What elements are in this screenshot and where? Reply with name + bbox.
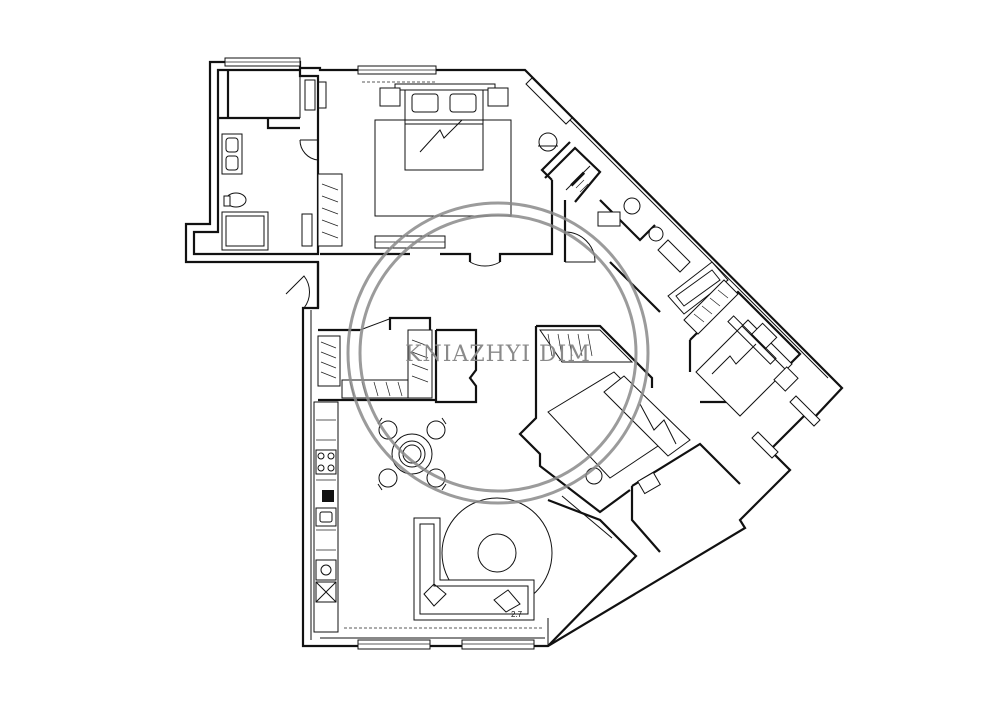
bedroom-right	[683, 279, 802, 417]
door-swing-icon	[299, 139, 319, 161]
watermark: KNIAZHYI DIM	[346, 201, 650, 505]
watermark-ring	[346, 201, 650, 505]
toilet-icon	[223, 192, 247, 208]
window-icon	[751, 431, 779, 459]
window-icon	[525, 77, 573, 125]
watermark-ring-inner	[358, 213, 638, 493]
wardrobe-icon	[407, 329, 433, 399]
master-bedroom	[317, 81, 571, 267]
closet-right	[544, 146, 602, 263]
windows	[224, 57, 821, 650]
armchair-icon	[538, 132, 558, 152]
window-icon	[461, 639, 535, 650]
bedroom-center	[518, 324, 691, 539]
door-swing-icon	[359, 317, 393, 331]
toilet-icon	[623, 197, 664, 242]
storage-rooms	[547, 442, 741, 647]
window-icon	[357, 65, 437, 75]
sink-icon	[315, 507, 337, 527]
hallway	[285, 262, 478, 404]
living-room: 2.7	[344, 81, 553, 646]
window-icon	[789, 395, 821, 427]
sofa-icon: 2.7	[413, 517, 535, 621]
window-icon	[224, 57, 301, 67]
door-swing-icon	[469, 261, 501, 267]
bathtub-icon	[667, 261, 729, 315]
outer-walls	[184, 60, 844, 648]
sink-icon	[657, 239, 691, 273]
bed-icon	[379, 83, 509, 171]
armchair-icon	[585, 467, 603, 485]
window-icon	[357, 639, 431, 650]
bed-icon	[695, 319, 793, 417]
dining-table-icon	[377, 417, 447, 491]
stove-icon	[315, 449, 337, 475]
kitchen	[313, 401, 339, 633]
wardrobe-icon	[317, 335, 341, 387]
shower-icon	[221, 211, 269, 251]
bathroom-top	[218, 70, 319, 251]
wardrobe-icon	[317, 173, 343, 247]
door-swing-icon	[564, 231, 596, 263]
rug-icon	[374, 119, 512, 217]
wardrobe-icon	[683, 279, 739, 335]
sink-icon	[221, 133, 243, 175]
bathroom-right	[597, 197, 729, 315]
door-swing-icon	[285, 275, 310, 309]
sofa-mark: 2.7	[511, 610, 523, 619]
wardrobe-icon	[539, 329, 634, 363]
watermark-text: KNIAZHYI DIM	[405, 342, 591, 367]
